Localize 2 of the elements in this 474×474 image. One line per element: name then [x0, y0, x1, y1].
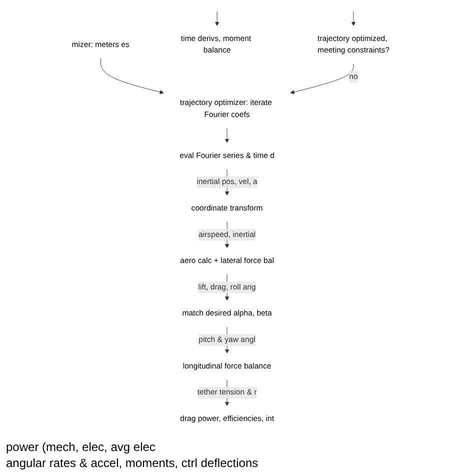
note-text: angular rates & accel, moments, ctrl deflections — [6, 456, 260, 470]
note-text: power (mech, elec, avg elec — [6, 440, 156, 454]
